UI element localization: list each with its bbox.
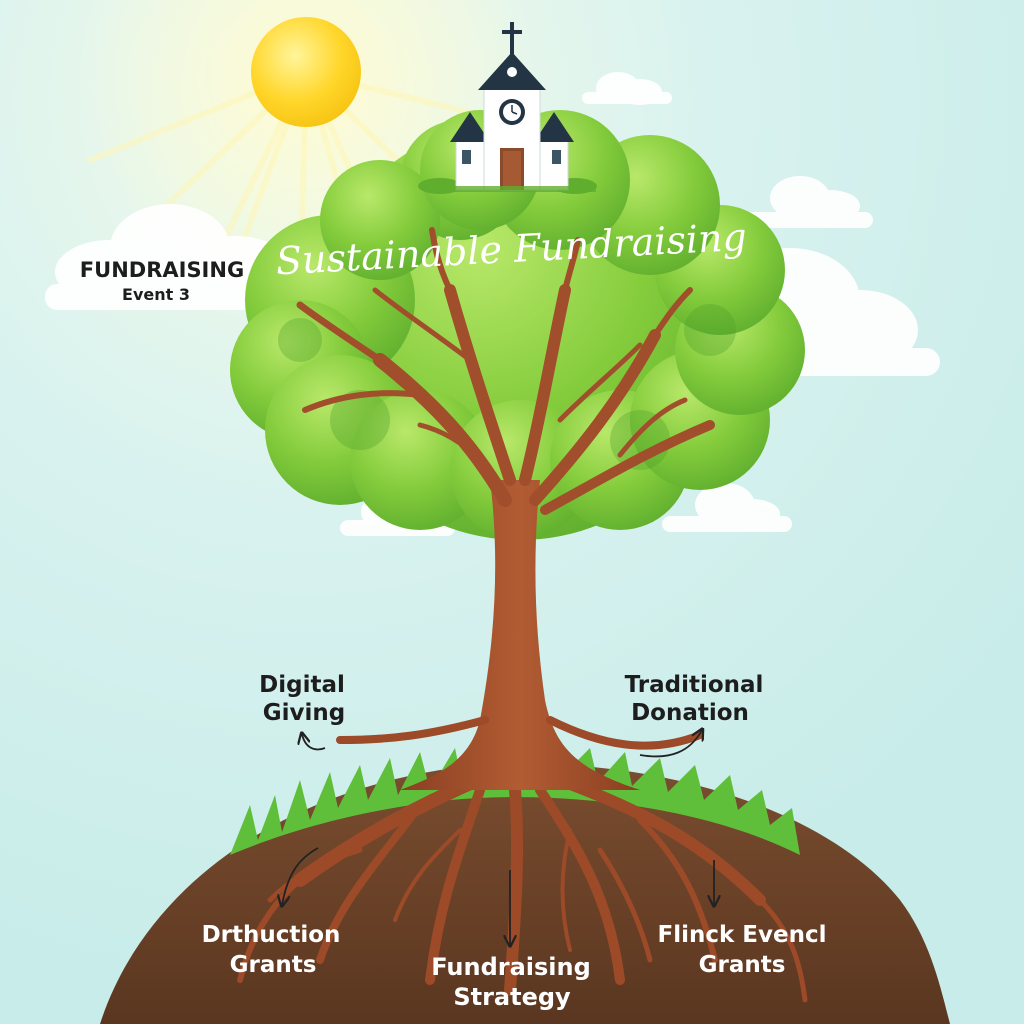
label-digital-line2: Giving bbox=[263, 700, 345, 726]
label-digital-line1: Digital bbox=[259, 672, 345, 698]
label-root-center-line2: Strategy bbox=[453, 983, 571, 1011]
cloud-mid-right bbox=[662, 483, 792, 532]
label-traditional-line2: Donation bbox=[631, 700, 749, 726]
arrow-icon bbox=[639, 730, 702, 758]
church-icon bbox=[418, 22, 597, 194]
side-label-line2: Event 3 bbox=[122, 285, 190, 304]
arrow-icon bbox=[302, 734, 326, 751]
cloud-right-upper bbox=[738, 176, 873, 228]
lower-branches bbox=[336, 716, 704, 750]
trunk bbox=[400, 480, 640, 790]
label-root-left-line1: Drthuction bbox=[202, 922, 341, 948]
label-root-left-line2: Grants bbox=[230, 952, 317, 978]
branches bbox=[296, 227, 715, 515]
hill bbox=[100, 742, 950, 1024]
label-root-center-line1: Fundraising bbox=[431, 953, 591, 981]
side-label-line1: FUNDRAISING bbox=[80, 258, 244, 282]
label-traditional-line1: Traditional bbox=[625, 672, 764, 698]
label-root-right-line1: Flinck Evencl bbox=[658, 922, 827, 948]
cloud-top bbox=[582, 72, 672, 105]
grass bbox=[230, 742, 800, 855]
label-root-right-line2: Grants bbox=[699, 952, 786, 978]
tree-icon bbox=[230, 110, 805, 790]
arrow-icon bbox=[282, 847, 319, 905]
foliage bbox=[230, 110, 805, 540]
roots bbox=[237, 763, 808, 1003]
